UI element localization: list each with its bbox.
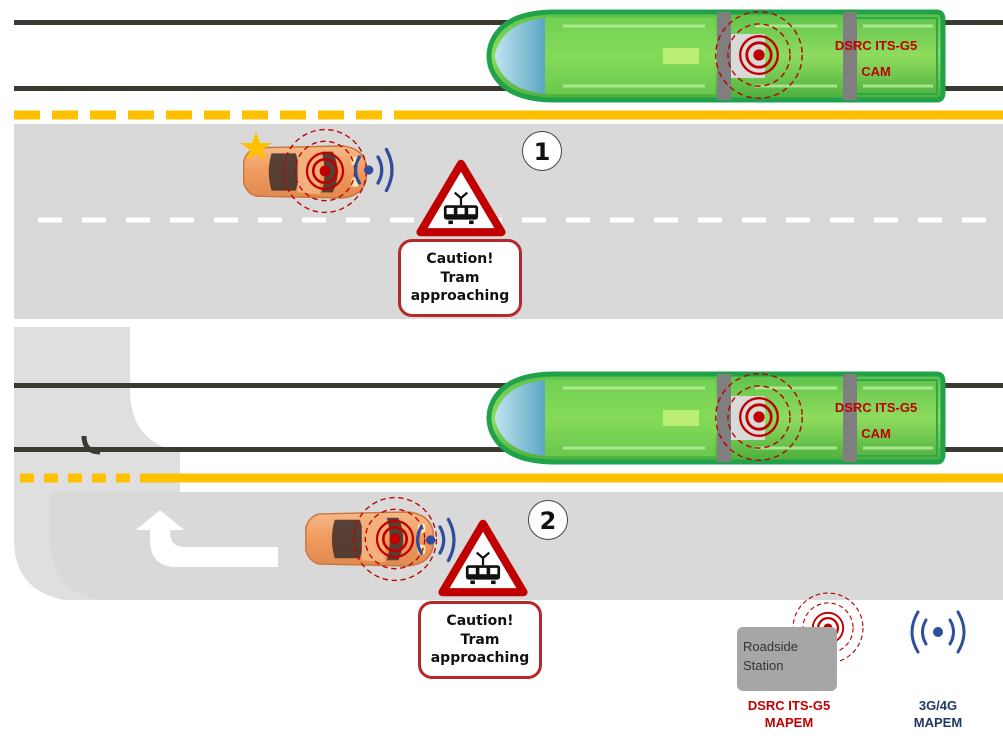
roadside-line2: Station [743,657,784,673]
tram-label-scenario-2: DSRC ITS-G5 CAM [806,400,946,441]
turn-lane [14,327,180,452]
scenario-number-1: 1 [522,131,562,171]
tram-label-line2: CAM [861,63,891,79]
rail-curve-bottom [81,435,101,455]
caution-line2: Tram [440,269,480,286]
road-surface [180,492,1003,600]
legend-dsrc-line1: DSRC ITS-G5 [747,698,831,713]
tram-label-line2: CAM [861,425,891,441]
star-icon [240,132,272,161]
roadside-station-box [737,627,837,691]
legend-cellular-line1: 3G/4G [918,698,958,713]
caution-line1: Caution! [426,250,494,267]
scenario-number-2: 2 [528,500,568,540]
caution-line3: approaching [410,288,510,305]
roadside-line1: Roadside [743,639,798,654]
caution-line1: Caution! [446,612,514,629]
turn-arrow-icon [136,510,278,567]
caution-line3: approaching [430,650,530,667]
tram-label-line1: DSRC ITS-G5 [834,400,918,415]
legend-dsrc-line2: MAPEM [764,714,814,730]
tram-label-scenario-1: DSRC ITS-G5 CAM [806,38,946,79]
roadside-station-label: Roadside Station [743,638,798,676]
legend-cellular-label: 3G/4G MAPEM [898,698,978,732]
cellular-signal-icon [910,610,966,654]
road-lower-left [50,492,180,600]
caution-line2: Tram [460,631,500,648]
caution-box-scenario-2: Caution! Tram approaching [418,601,542,679]
legend-dsrc-label: DSRC ITS-G5 MAPEM [734,698,844,732]
tram-label-line1: DSRC ITS-G5 [834,38,918,53]
legend [791,591,966,665]
scenario-2 [14,327,1003,600]
caution-box-scenario-1: Caution! Tram approaching [398,239,522,317]
legend-cellular-line2: MAPEM [913,714,963,730]
